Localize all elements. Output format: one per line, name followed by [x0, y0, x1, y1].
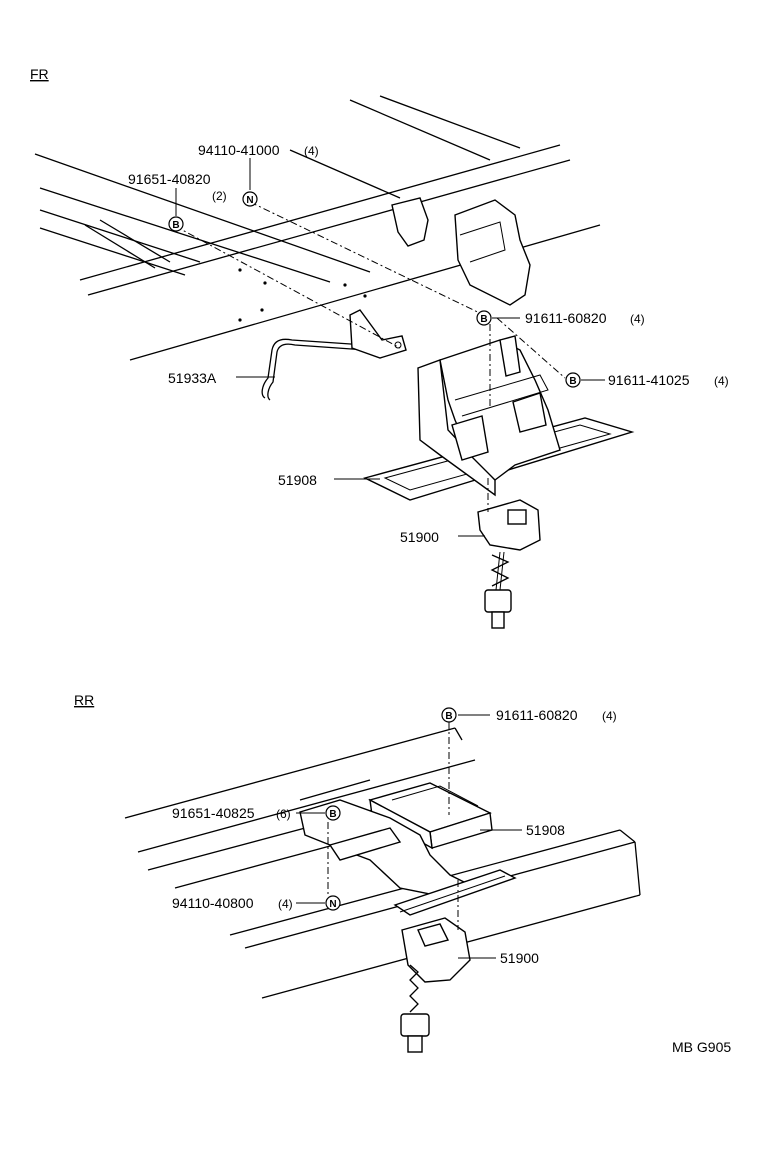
callout-part-number: 94110-40800 — [172, 895, 254, 911]
section-label-rear: RR — [74, 692, 94, 708]
callout-quantity: (4) — [714, 374, 729, 388]
callout-part-number: 91611-41025 — [608, 372, 690, 388]
callout-part-number: 91611-60820 — [525, 310, 607, 326]
callout-quantity: (4) — [602, 709, 617, 723]
front-frame-rails — [34, 95, 601, 361]
callout-part-number: 51900 — [500, 950, 539, 966]
symbol-b-icon: B — [172, 220, 179, 231]
callout-part-number: 91611-60820 — [496, 707, 578, 723]
rear-callout-labels: 91611-60820 (4) 91651-40825 (6) 51908 94… — [172, 707, 617, 966]
part-51933a-hook — [261, 309, 407, 401]
callout-quantity: (4) — [630, 312, 645, 326]
symbol-b-icon: B — [329, 809, 336, 820]
callout-quantity: (6) — [276, 807, 291, 821]
callout-quantity: (2) — [212, 189, 227, 203]
part-51908-carrier-front — [363, 335, 635, 501]
front-callout-labels: 94110-41000 (4) 91651-40820 (2) 91611-60… — [128, 142, 729, 545]
part-51900-winch-rear — [400, 917, 471, 1053]
front-dashed-guides — [174, 201, 566, 512]
part-51908-carrier-rear — [299, 782, 517, 916]
callout-part-number: 94110-41000 — [198, 142, 280, 158]
rear-symbol-circles: B B N — [325, 707, 457, 911]
diagram-code: MB G905 — [672, 1039, 731, 1055]
symbol-b-icon: B — [445, 711, 452, 722]
front-leaders — [175, 158, 605, 537]
callout-part-number: 91651-40825 — [172, 805, 255, 821]
front-symbol-circles: N B B B — [168, 191, 581, 388]
callout-part-number: 51900 — [400, 529, 439, 545]
callout-quantity: (4) — [278, 897, 293, 911]
callout-part-number: 91651-40820 — [128, 171, 211, 187]
front-frame-holes — [238, 268, 367, 322]
symbol-b-icon: B — [569, 376, 576, 387]
callout-quantity: (4) — [304, 144, 319, 158]
symbol-b-icon: B — [480, 314, 487, 325]
part-51900-winch-front — [477, 499, 541, 629]
symbol-n-icon: N — [329, 899, 336, 910]
rear-dashed-guides — [327, 722, 459, 930]
front-frame-brackets — [391, 197, 531, 306]
callout-part-number: 51908 — [526, 822, 565, 838]
callout-part-number: 51908 — [278, 472, 317, 488]
symbol-n-icon: N — [246, 195, 253, 206]
callout-part-number: 51933A — [168, 370, 217, 386]
section-label-front: FR — [30, 66, 49, 82]
rear-leaders — [296, 714, 522, 959]
